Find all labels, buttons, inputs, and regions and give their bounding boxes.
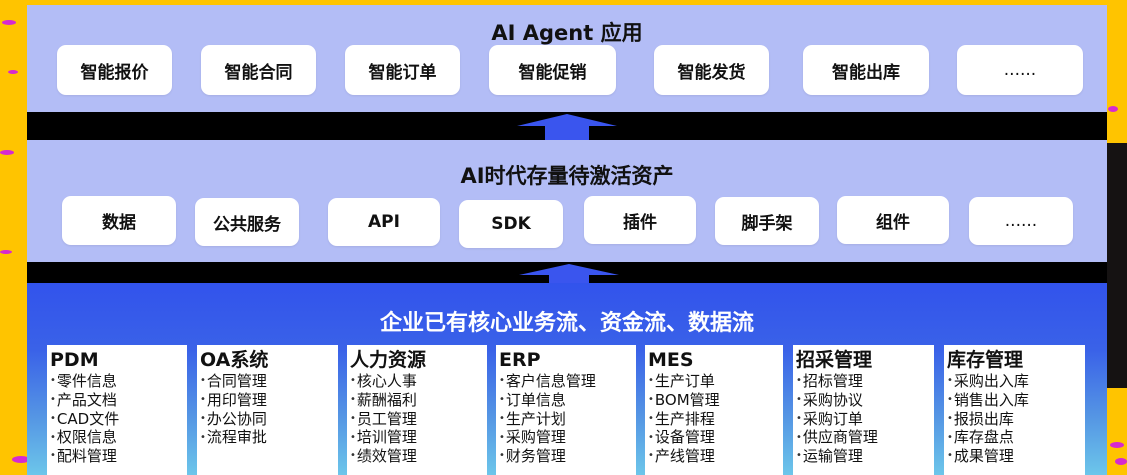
system-item: •采购出入库 [947, 372, 1029, 390]
system-item: •运输管理 [796, 447, 863, 465]
system-item: •招标管理 [796, 372, 863, 390]
ai-agent-layer-title: AI Agent 应用 [491, 21, 643, 45]
decorative-speck [8, 70, 18, 74]
system-box-procurement: 招采管理 •招标管理 •采购协议 •采购订单 •供应商管理 •运输管理 [793, 345, 934, 475]
system-item: •权限信息 [50, 428, 117, 447]
system-item: •核心人事 [350, 372, 417, 390]
system-item: •办公协同 [200, 409, 267, 428]
decorative-speck [1110, 442, 1124, 448]
up-arrow-icon [517, 114, 617, 140]
card-smart-shipping: 智能发货 [654, 45, 769, 95]
system-item: •采购协议 [796, 390, 863, 409]
system-title: PDM [50, 349, 99, 371]
system-box-oa: OA系统 •合同管理 •用印管理 •办公协同 •流程审批 [197, 345, 338, 475]
system-title: MES [648, 349, 694, 371]
core-business-layer: 企业已有核心业务流、资金流、数据流 PDM •零件信息 •产品文档 •CAD文件… [27, 283, 1107, 475]
system-title: 人力资源 [350, 349, 427, 371]
system-item: •CAD文件 [50, 409, 120, 428]
system-item: •供应商管理 [796, 428, 878, 447]
assets-layer-title: AI时代存量待激活资产 [460, 164, 674, 188]
card-components: 组件 [837, 196, 949, 244]
system-item: •BOM管理 [648, 390, 720, 409]
system-title: OA系统 [200, 349, 269, 371]
core-business-layer-title: 企业已有核心业务流、资金流、数据流 [379, 311, 754, 336]
up-arrow-icon [519, 264, 619, 284]
system-title: ERP [499, 349, 541, 371]
card-sdk: SDK [459, 200, 563, 248]
decorative-speck [12, 456, 30, 463]
system-box-hr: 人力资源 •核心人事 •薪酬福利 •员工管理 •培训管理 •绩效管理 [347, 345, 487, 475]
system-box-inventory: 库存管理 •采购出入库 •销售出入库 •报损出库 •库存盘点 •成果管理 [944, 345, 1085, 475]
system-item: •合同管理 [200, 372, 267, 390]
system-item: •培训管理 [350, 428, 417, 447]
card-plugins: 插件 [584, 196, 696, 244]
system-item: •产线管理 [648, 447, 715, 465]
card-scaffolding: 脚手架 [715, 197, 819, 245]
decorative-speck [0, 150, 14, 155]
system-item: •采购管理 [499, 428, 566, 447]
decorative-speck [1108, 106, 1118, 112]
card-smart-order: 智能订单 [345, 45, 460, 95]
system-box-pdm: PDM •零件信息 •产品文档 •CAD文件 •权限信息 •配料管理 [47, 345, 187, 475]
decorative-speck [2, 20, 16, 25]
system-item: •库存盘点 [947, 428, 1014, 447]
background-dark-panel [1107, 143, 1127, 388]
system-box-erp: ERP •客户信息管理 •订单信息 •生产计划 •采购管理 •财务管理 [496, 345, 636, 475]
system-item: •报损出库 [947, 409, 1014, 428]
system-item: •生产订单 [648, 372, 715, 390]
ai-agent-layer: AI Agent 应用 智能报价 智能合同 智能订单 智能促销 智能发货 智能出… [27, 5, 1107, 112]
card-more: ...... [957, 45, 1083, 95]
card-data: 数据 [62, 196, 176, 245]
system-item: •产品文档 [50, 390, 117, 409]
system-item: •流程审批 [200, 428, 267, 447]
system-box-mes: MES •生产订单 •BOM管理 •生产排程 •设备管理 •产线管理 [645, 345, 783, 475]
system-item: •生产计划 [499, 409, 566, 428]
system-item: •员工管理 [350, 409, 417, 428]
card-smart-contract: 智能合同 [201, 45, 316, 95]
card-public-services: 公共服务 [195, 198, 299, 246]
card-api: API [328, 198, 440, 246]
decorative-speck [1115, 458, 1127, 465]
system-item: •订单信息 [499, 390, 566, 409]
card-smart-promotion: 智能促销 [489, 45, 616, 95]
decorative-speck [0, 250, 12, 254]
system-item: •零件信息 [50, 372, 117, 390]
assets-layer: AI时代存量待激活资产 数据 公共服务 API SDK 插件 脚手架 组件 ..… [27, 140, 1107, 262]
system-item: •采购订单 [796, 409, 863, 428]
card-more: ...... [969, 197, 1073, 245]
system-item: •设备管理 [648, 428, 715, 447]
system-item: •财务管理 [499, 447, 566, 465]
card-smart-quote: 智能报价 [57, 45, 172, 95]
system-item: •客户信息管理 [499, 372, 596, 390]
system-item: •绩效管理 [350, 447, 417, 465]
system-item: •薪酬福利 [350, 390, 417, 409]
system-item: •成果管理 [947, 447, 1014, 465]
system-item: •用印管理 [200, 390, 267, 409]
system-item: •销售出入库 [947, 390, 1029, 409]
system-item: •生产排程 [648, 409, 715, 428]
card-smart-outbound: 智能出库 [803, 45, 929, 95]
architecture-diagram: AI Agent 应用 智能报价 智能合同 智能订单 智能促销 智能发货 智能出… [27, 5, 1107, 475]
system-title: 库存管理 [947, 349, 1024, 371]
system-item: •配料管理 [50, 447, 117, 465]
system-title: 招采管理 [796, 349, 873, 371]
